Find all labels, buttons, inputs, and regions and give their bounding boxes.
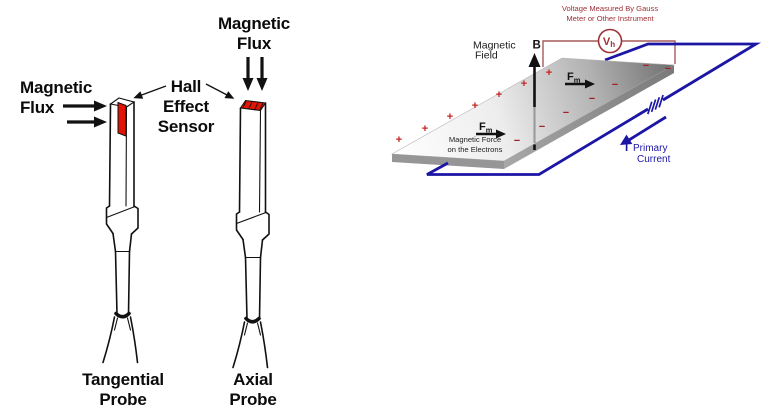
magnetic-field-label-line1: Magnetic <box>473 40 516 52</box>
plus-signs: + + + + + + + <box>396 67 552 146</box>
voltmeter: Vh <box>597 28 623 54</box>
plus-sign: + <box>472 100 478 112</box>
minus-sign: − <box>589 93 595 105</box>
tangential-axial-probe-diagram <box>63 57 270 369</box>
minus-sign: − <box>612 79 618 91</box>
battery-symbol <box>646 94 664 115</box>
plus-sign: + <box>546 67 552 79</box>
primary-circuit-wire-top <box>604 42 762 102</box>
axial-probe <box>232 99 270 369</box>
voltmeter-caption-line1: Voltage Measured By Gauss <box>562 4 658 13</box>
minus-sign: − <box>643 60 649 72</box>
current-label-line1: Primary <box>633 143 667 154</box>
plus-sign: + <box>496 89 502 101</box>
hall-effect-sensor-label: Hall Effect Sensor <box>157 77 215 136</box>
hall-sensor-strip-tangential <box>117 101 127 137</box>
magnetic-flux-label-top: Magnetic Flux <box>217 14 291 53</box>
plus-sign: + <box>447 111 453 123</box>
minus-sign: − <box>563 107 569 119</box>
tangential-probe-label: Tangential Probe <box>82 370 164 409</box>
axial-probe-label: Axial Probe <box>229 370 277 409</box>
hall-effect-principle-diagram: + + + + + + + − − − − − − − Magnetic Field B Fm Fm M… <box>390 4 762 176</box>
magnetic-flux-arrows-top <box>242 57 268 91</box>
current-label-line2: Current <box>637 154 671 165</box>
minus-sign: − <box>514 135 520 147</box>
force-note-line2: on the Electrons <box>448 145 503 154</box>
conductor-plate <box>390 57 676 169</box>
minus-sign: − <box>665 63 671 75</box>
minus-sign: − <box>539 121 545 133</box>
plus-sign: + <box>521 78 527 90</box>
plus-sign: + <box>422 123 428 135</box>
magnetic-flux-arrows-left <box>63 100 107 128</box>
svg-text:Vh: Vh <box>603 36 615 49</box>
magnetic-flux-label-left: Magnetic Flux <box>20 78 93 117</box>
force-vector-label-upper: Fm <box>567 71 581 85</box>
current-direction-arrow <box>620 115 667 145</box>
voltmeter-wire <box>542 40 676 67</box>
hall-sensor-leader-lines <box>133 83 235 99</box>
b-vector-label: B <box>533 40 541 52</box>
force-vector-label-lower: Fm <box>479 121 493 135</box>
voltmeter-caption-line2: Meter or Other Instrument <box>566 14 654 23</box>
tangential-probe <box>102 97 139 364</box>
minus-signs: − − − − − − − <box>514 60 671 147</box>
primary-circuit-wire-bottom <box>426 107 649 176</box>
magnetic-field-label-line2: Field <box>475 50 498 62</box>
current-symbol: I <box>625 142 628 154</box>
plus-sign: + <box>396 134 402 146</box>
force-note-line1: Magnetic Force <box>449 135 501 144</box>
